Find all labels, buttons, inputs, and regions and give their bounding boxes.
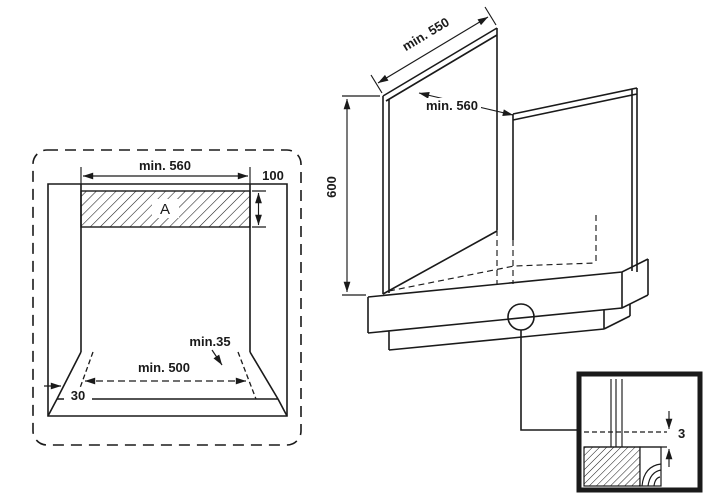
label-backing [64, 389, 92, 402]
vent-zone: A [80, 190, 251, 228]
detail-callout-line [520, 330, 577, 431]
front-strip-value: 30 [71, 388, 85, 403]
panel-edges [382, 27, 498, 295]
detail-floor-section [583, 446, 667, 487]
gap-value: 3 [678, 426, 685, 441]
dim-cutout-width: min. 500 [84, 360, 247, 385]
floor-hatch [583, 446, 641, 487]
iso-view: min. 550 min. 560 600 [324, 6, 649, 431]
depth-value: min. 550 [400, 14, 452, 54]
dim-width: min. 560 [418, 92, 514, 116]
extension-lines [252, 190, 266, 228]
base-hidden-edges [388, 215, 597, 292]
left-side-panel [382, 27, 498, 295]
cabinet-base [367, 215, 649, 351]
dim-niche-width: min. 560 [80, 158, 251, 184]
right-side-panel [512, 87, 638, 284]
dim-depth: min. 550 [370, 6, 497, 94]
dim-vent-height: 100 [252, 168, 284, 228]
installation-zone-border [32, 149, 302, 446]
base-edges [367, 258, 649, 351]
dimension-line [377, 16, 489, 84]
vent-zone-label: A [160, 201, 170, 218]
floor-edges [47, 351, 288, 417]
wood-grain-icon [641, 463, 662, 487]
cutout-width-value: min. 500 [138, 360, 190, 375]
height-value: 600 [324, 176, 339, 198]
front-view: A min. 560 100 min. 500 min.35 [32, 149, 302, 446]
extension-lines [370, 6, 497, 94]
detail-panel-lines [610, 379, 623, 447]
label-backing [423, 98, 481, 112]
width-value: min. 560 [426, 98, 478, 113]
dim-side-clearance: min.35 [189, 334, 231, 366]
side-clearance-value: min.35 [189, 334, 230, 349]
detail-view: 3 [576, 371, 703, 493]
niche-width-value: min. 560 [139, 158, 191, 173]
dim-front-strip: 30 [44, 382, 92, 403]
dim-height: 600 [324, 95, 380, 296]
vent-height-value: 100 [262, 168, 284, 183]
leader-arrow [211, 349, 223, 366]
extension-lines [80, 167, 251, 184]
panel-edges [512, 87, 638, 272]
extension-lines [342, 95, 380, 296]
dim-gap: 3 [665, 411, 685, 467]
label-backing [152, 199, 179, 218]
